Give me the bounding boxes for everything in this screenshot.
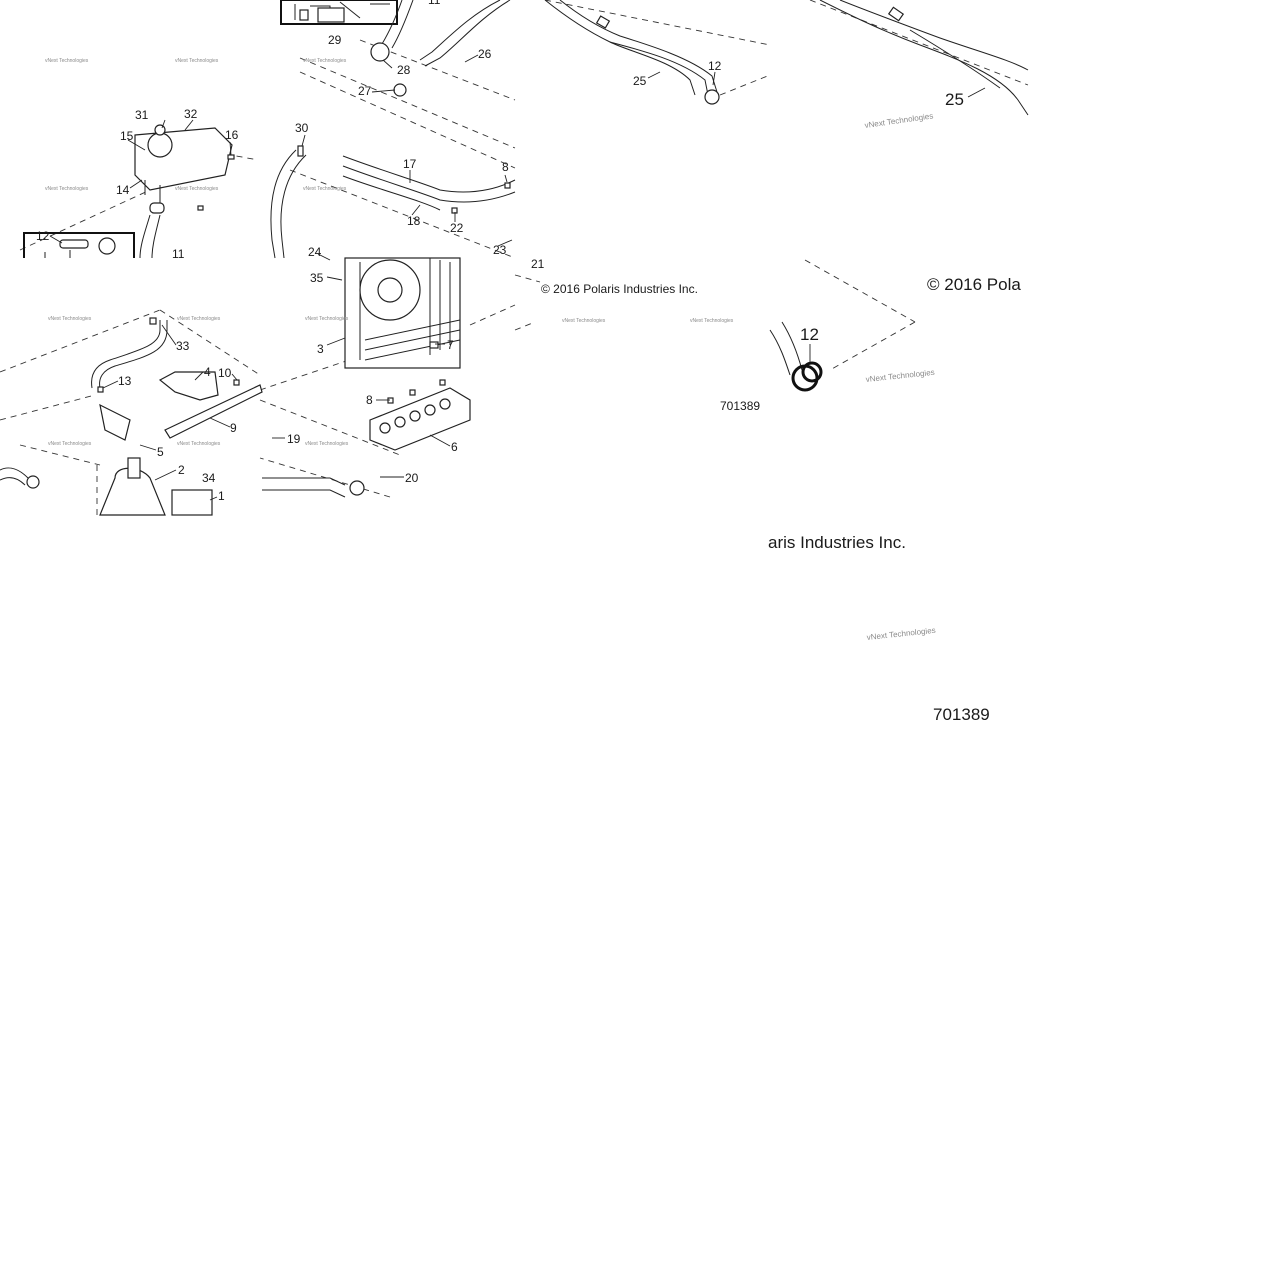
copyright-zoom-bottom: aris Industries Inc. (768, 533, 906, 552)
part-label-4: 4 (204, 365, 211, 379)
part-label-2: 2 (178, 463, 185, 477)
part-label-30: 30 (295, 121, 309, 135)
part-label-19: 19 (287, 432, 301, 446)
skid-plate (369, 387, 471, 451)
copyright-text: © 2016 Polaris Industries Inc. (541, 282, 698, 296)
watermark: vNext Technologies (303, 58, 347, 64)
hose-clamps (26, 42, 823, 496)
part-label-13: 13 (118, 374, 132, 388)
part-label-11-top: 11 (428, 0, 441, 7)
watermark: vNext Technologies (48, 316, 92, 322)
radiator-fan-shroud (344, 257, 461, 369)
watermark: vNext Technologies (175, 186, 219, 192)
part-label-12-inset: 12 (36, 229, 50, 243)
watermark: vNext Technologies (690, 318, 734, 324)
assembly-guide-lines (0, 0, 1029, 515)
watermark: vNext Technologies (45, 186, 89, 192)
watermark: vNext Technologies (562, 318, 606, 324)
part-number-labels: 1 2 3 4 5 6 7 8 8 9 10 11 11 12 12 13 14… (36, 0, 722, 503)
watermark: vNext Technologies (175, 58, 219, 64)
part-label-1: 1 (218, 489, 225, 503)
coolant-reservoir (134, 124, 233, 214)
part-label-23: 23 (493, 243, 507, 257)
part-label-21: 21 (531, 257, 545, 271)
part-label-17: 17 (403, 157, 417, 171)
copyright-zoom-right: © 2016 Pola (927, 275, 1021, 294)
part-label-10: 10 (218, 366, 232, 380)
part-label-20: 20 (405, 471, 419, 485)
part-label-7: 7 (447, 338, 454, 352)
part-label-24: 24 (308, 245, 322, 259)
diagram-number-zoom: 701389 (933, 705, 990, 724)
inset-detail-left (23, 232, 135, 258)
watermark: vNext Technologies (864, 111, 934, 130)
part-label-35: 35 (310, 271, 324, 285)
watermark: vNext Technologies (177, 316, 221, 322)
part-label-33: 33 (176, 339, 190, 353)
part-label-32: 32 (184, 107, 198, 121)
part-label-15: 15 (120, 129, 134, 143)
coolant-hoses (0, 0, 1029, 498)
part-label-6: 6 (451, 440, 458, 454)
part-label-34: 34 (202, 471, 216, 485)
watermark: vNext Technologies (305, 316, 349, 322)
part-label-31: 31 (135, 108, 149, 122)
part-label-27: 27 (358, 84, 372, 98)
leader-lines (49, 54, 986, 501)
part-label-9: 9 (230, 421, 237, 435)
part-label-26: 26 (478, 47, 492, 61)
fan-assembly-left (99, 403, 213, 516)
part-label-22: 22 (450, 221, 464, 235)
watermark: vNext Technologies (48, 441, 92, 447)
mount-bracket (158, 371, 263, 439)
part-label-28: 28 (397, 63, 411, 77)
zoom-label-12: 12 (800, 325, 819, 344)
inset-detail-top (280, 0, 398, 25)
part-label-14: 14 (116, 183, 130, 197)
part-label-8-upper: 8 (502, 160, 509, 174)
zoomed-labels: 12 25 (800, 90, 964, 344)
part-label-3: 3 (317, 342, 324, 356)
part-label-16: 16 (225, 128, 239, 142)
part-label-11: 11 (172, 247, 185, 261)
diagram-number: 701389 (720, 399, 760, 413)
part-label-25: 25 (633, 74, 647, 88)
watermark: vNext Technologies (305, 441, 349, 447)
zoom-label-25: 25 (945, 90, 964, 109)
part-label-29: 29 (328, 33, 342, 47)
part-label-18: 18 (407, 214, 421, 228)
watermark: vNext Technologies (866, 626, 936, 642)
watermark: vNext Technologies (865, 368, 935, 384)
watermark: vNext Technologies (177, 441, 221, 447)
part-label-8-lower: 8 (366, 393, 373, 407)
small-fasteners (97, 6, 905, 404)
part-label-5: 5 (157, 445, 164, 459)
watermark: vNext Technologies (303, 186, 347, 192)
watermark: vNext Technologies (45, 58, 89, 64)
part-label-12-upper: 12 (708, 59, 722, 73)
copyright-block: © 2016 Polaris Industries Inc. © 2016 Po… (541, 275, 1021, 724)
